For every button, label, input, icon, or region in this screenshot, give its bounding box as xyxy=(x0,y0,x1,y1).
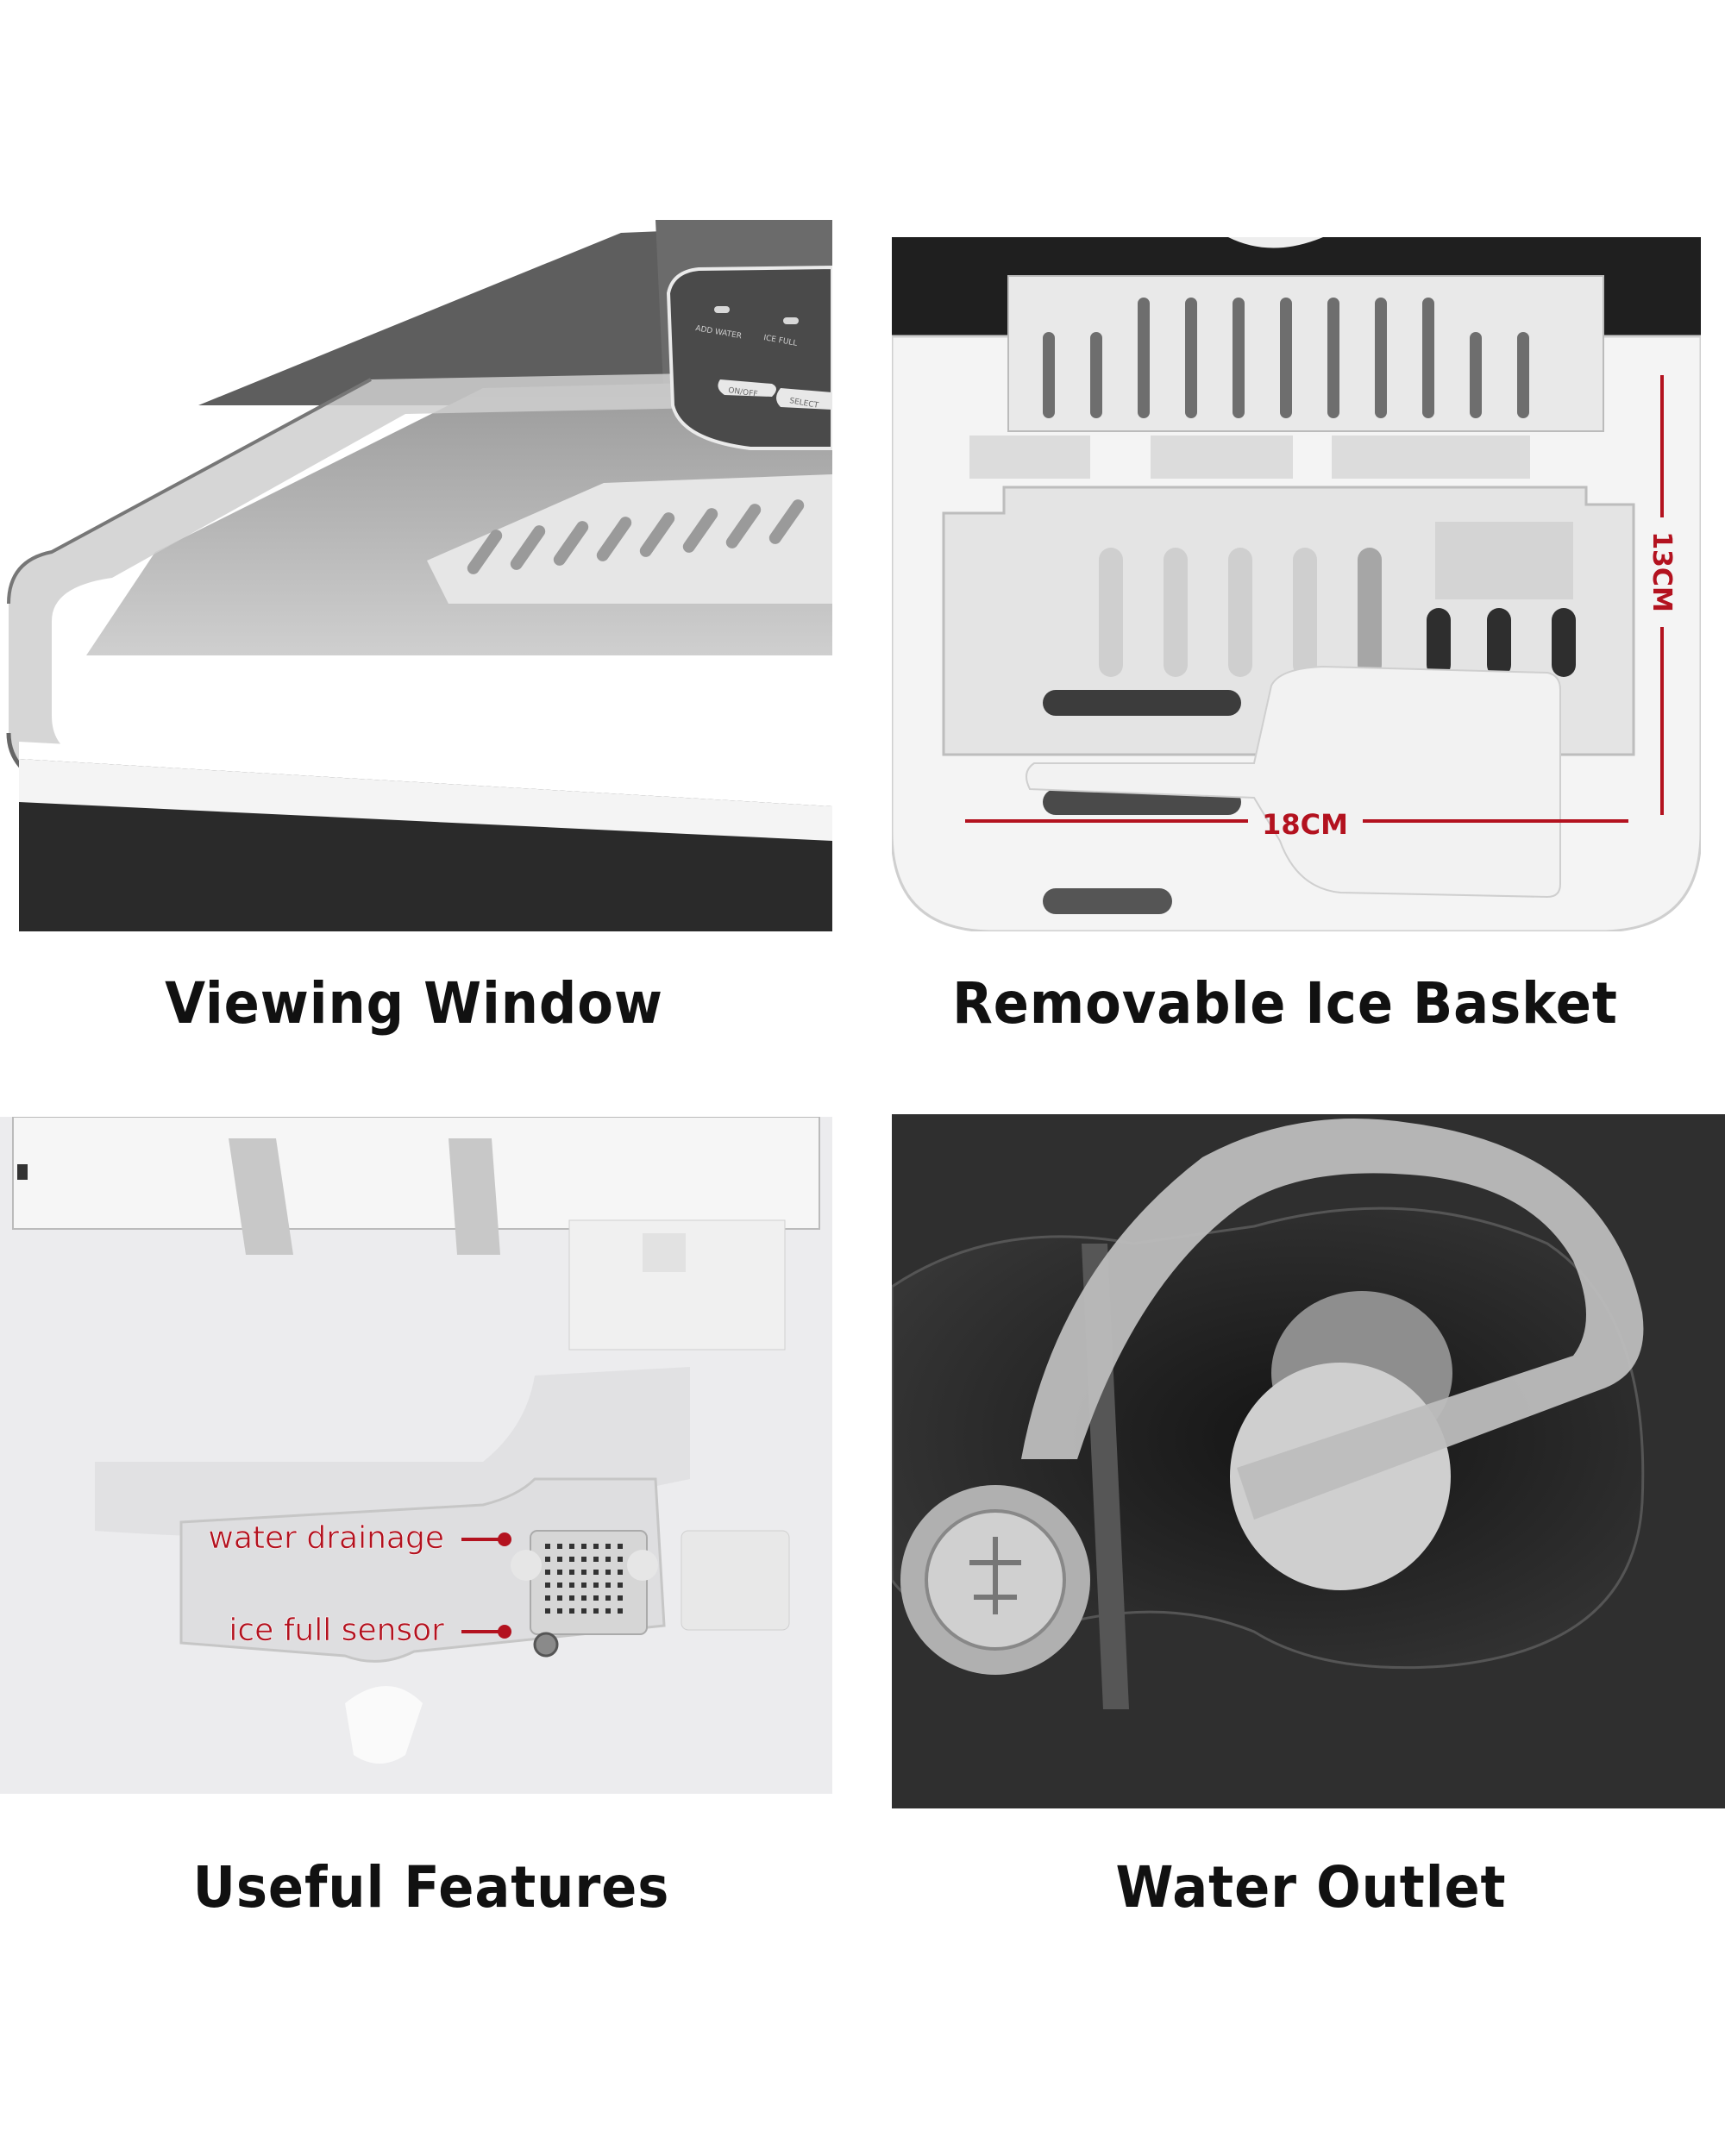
width-dimension-marker: 18CM xyxy=(965,808,1628,841)
height-label: 13CM xyxy=(1647,531,1677,612)
caption-water-outlet: Water Outlet xyxy=(1115,1854,1507,1921)
water-outlet-image xyxy=(892,1114,1725,1808)
caption-useful-features: Useful Features xyxy=(192,1854,670,1921)
water-drainage-annotation: water drainage xyxy=(208,1520,511,1556)
caption-viewing-window: Viewing Window xyxy=(165,970,663,1037)
ice-full-sensor-label: ice full sensor xyxy=(229,1613,444,1648)
ice-full-sensor-annotation: ice full sensor xyxy=(229,1613,511,1648)
select-button[interactable]: SELECT xyxy=(776,388,832,411)
useful-features-image: water drainage ice full sensor xyxy=(0,1117,832,1794)
control-panel: ADD WATER ICE FULL ON/OFF SELECT xyxy=(666,265,832,450)
width-label: 18CM xyxy=(1262,808,1348,841)
on-off-button[interactable]: ON/OFF xyxy=(718,379,776,399)
caption-removable-ice-basket: Removable Ice Basket xyxy=(952,970,1618,1037)
svg-text:ON/OFF: ON/OFF xyxy=(728,386,758,399)
removable-ice-basket-image: 18CM 13CM xyxy=(892,237,1701,931)
viewing-window-image: ADD WATER ICE FULL ON/OFF SELECT xyxy=(0,0,832,931)
water-drainage-label: water drainage xyxy=(208,1520,444,1556)
height-dimension-marker: 13CM xyxy=(1647,375,1677,815)
